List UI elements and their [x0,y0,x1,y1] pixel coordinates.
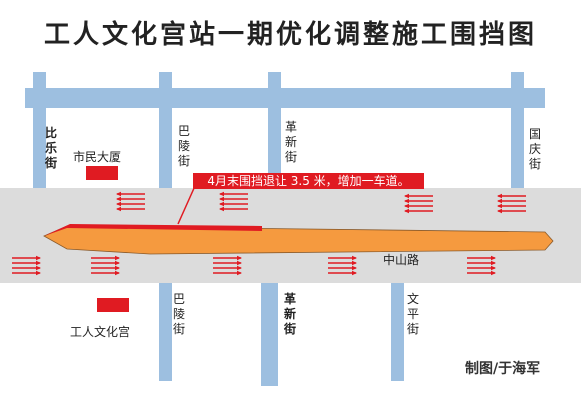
traffic-arrow-head [491,255,496,261]
traffic-arrow-head [219,191,224,197]
callout-leader [177,185,196,225]
building-south-label: 工人文化宫 [70,325,131,339]
traffic-arrow-head [237,260,242,266]
traffic-arrow-head [237,270,242,276]
traffic-arrow-head [404,203,409,209]
traffic-arrow-head [219,196,224,202]
traffic-arrow-group-right [213,255,242,276]
traffic-arrow-head [115,270,120,276]
traffic-arrow-head [497,198,502,204]
street-north-1 [33,72,46,188]
traffic-arrow-head [491,270,496,276]
top-road [25,88,545,108]
traffic-arrow-head [36,260,41,266]
north-street-label-3: 革新街 [284,120,297,164]
traffic-arrow-head [116,196,121,202]
traffic-arrow-head [36,270,41,276]
traffic-arrow-head [352,270,357,276]
north-street-label-2: 巴陵街 [177,124,190,168]
traffic-arrow-head [115,265,120,271]
traffic-arrow-group-right [91,255,120,276]
traffic-arrow-head [36,255,41,261]
traffic-arrow-group-right [467,255,496,276]
traffic-arrows [12,191,526,276]
street-south-3 [391,283,404,381]
credit-text: 制图/于海军 [465,361,541,377]
traffic-arrow-group-right [328,255,357,276]
callout-box: 4月末围挡退让 3.5 米，增加一车道。 [193,173,424,189]
traffic-arrow-group-left [497,193,526,214]
map-title: 工人文化宫站一期优化调整施工围挡图 [43,20,537,50]
traffic-arrow-head [497,193,502,199]
traffic-arrow-group-left [404,193,433,214]
traffic-arrow-head [352,260,357,266]
main-road-label: 中山路 [383,253,420,267]
traffic-arrow-group-right [12,255,41,276]
traffic-arrow-head [115,260,120,266]
traffic-arrow-head [237,255,242,261]
traffic-arrow-head [497,208,502,214]
traffic-arrow-head [404,208,409,214]
street-north-2 [159,72,172,188]
traffic-arrow-head [497,203,502,209]
north-street-label-1: 比乐街 [44,126,57,170]
street-north-3 [268,72,281,188]
street-south-2 [261,283,278,386]
traffic-arrow-group-left [116,191,145,212]
traffic-arrow-head [116,191,121,197]
traffic-arrow-head [404,198,409,204]
south-street-label-3: 文平街 [406,292,419,336]
building-north-label: 市民大厦 [73,150,122,164]
traffic-arrow-head [115,255,120,261]
traffic-arrow-head [116,206,121,212]
traffic-arrow-head [219,201,224,207]
traffic-arrow-head [219,206,224,212]
traffic-arrow-head [116,201,121,207]
south-street-label-1: 巴陵街 [172,292,185,336]
traffic-arrow-head [491,260,496,266]
street-south-1 [159,283,172,381]
building-north-marker [86,166,118,180]
hoarding-red-section [44,224,262,236]
traffic-arrow-head [36,265,41,271]
street-north-4 [511,72,524,188]
traffic-arrow-group-left [219,191,248,212]
traffic-arrow-head [237,265,242,271]
traffic-arrow-head [491,265,496,271]
north-street-label-4: 国庆街 [528,127,541,171]
traffic-arrow-head [352,255,357,261]
south-street-label-2: 革新街 [283,292,296,336]
building-south-marker [97,298,129,312]
traffic-arrow-head [404,193,409,199]
traffic-arrow-head [352,265,357,271]
